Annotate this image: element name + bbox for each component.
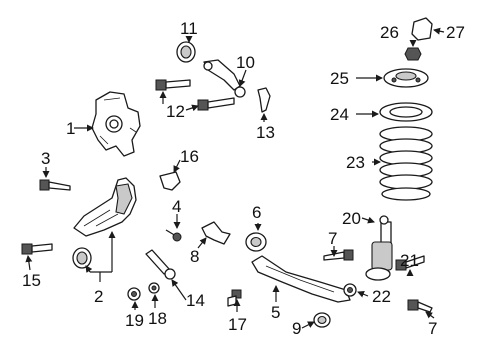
bracket-part-8 (201, 221, 231, 245)
callout-label: 6 (252, 203, 261, 222)
callout-label: 1 (66, 119, 75, 138)
callout-label: 7 (328, 229, 337, 248)
callout-label: 2 (94, 287, 103, 306)
nut-part-19 (127, 287, 141, 301)
bolt-part-15 (21, 243, 53, 255)
callout-label: 20 (342, 209, 361, 228)
shock-absorber-part (365, 215, 393, 281)
control-arm-part (72, 177, 137, 269)
bolt-part-3 (39, 179, 71, 191)
callout-label: 23 (346, 153, 365, 172)
link-part-14 (145, 249, 176, 280)
bushing-part-11 (176, 41, 196, 63)
callout-label: 17 (228, 315, 247, 334)
callout-label: 4 (172, 197, 181, 216)
bolt-part-7a (323, 249, 354, 261)
callout-label: 14 (186, 291, 205, 310)
callout-label: 18 (148, 309, 167, 328)
callout-label: 25 (330, 69, 349, 88)
nut-part-18 (148, 282, 160, 294)
callout-label: 24 (330, 105, 349, 124)
bushing-part-6 (245, 232, 267, 252)
callout-label: 7 (428, 319, 437, 338)
coil-spring-part (379, 126, 433, 201)
callout-label: 10 (236, 53, 255, 72)
bolt-part-12b (197, 97, 235, 111)
callout-label: 11 (180, 19, 198, 38)
callout-label: 12 (166, 102, 185, 121)
mount-part-25 (383, 68, 429, 88)
nut-part-26 (404, 47, 422, 61)
bolt-part-7b (407, 299, 433, 313)
spring-seat-part-24 (379, 102, 433, 122)
callout-labels: 1 2 3 4 5 6 7 7 8 9 10 11 12 13 14 15 16… (22, 19, 465, 338)
bolt-part-17 (227, 289, 242, 307)
nut-part-16 (159, 171, 181, 191)
callout-label: 5 (271, 303, 280, 322)
callout-label: 9 (292, 319, 301, 338)
upper-arm-part (203, 59, 246, 98)
bump-stop-part-27 (411, 17, 433, 41)
lower-link-part (251, 255, 351, 303)
bushing-part-9 (313, 312, 331, 328)
callout-label: 27 (446, 23, 465, 42)
bolt-part-12a (155, 79, 191, 91)
nut-part-22 (343, 283, 357, 297)
bolt-part-4 (165, 229, 182, 242)
callout-label: 8 (190, 247, 199, 266)
callout-label: 19 (125, 311, 144, 330)
callout-label: 15 (22, 271, 41, 290)
callout-label: 21 (400, 251, 419, 270)
callout-label: 22 (372, 287, 391, 306)
callout-label: 26 (380, 23, 399, 42)
leader-lines (25, 27, 445, 329)
knuckle-part (91, 91, 141, 157)
callout-label: 16 (180, 147, 199, 166)
callout-label: 3 (41, 149, 50, 168)
end-link-part-13 (257, 87, 271, 113)
bolt-part-21 (395, 255, 425, 271)
callout-label: 13 (256, 123, 275, 142)
